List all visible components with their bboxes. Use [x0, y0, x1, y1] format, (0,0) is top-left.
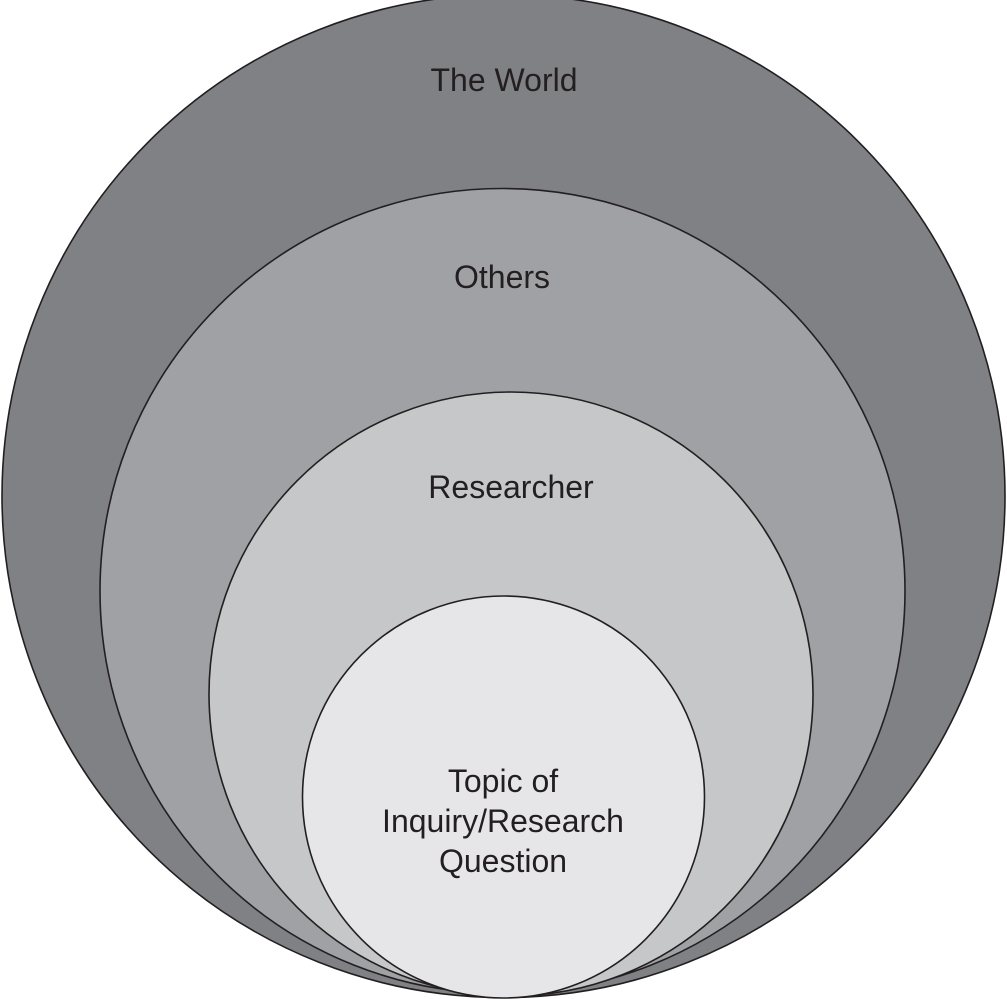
circle-topic-of-inquiry — [301, 595, 706, 999]
label-topic-line-1: Topic of — [448, 763, 558, 799]
label-topic-line-3: Question — [439, 843, 567, 879]
label-others: Others — [454, 259, 550, 295]
label-topic-line-2: Inquiry/Research — [382, 803, 624, 839]
label-researcher: Researcher — [428, 469, 594, 505]
label-the-world: The World — [430, 62, 577, 98]
